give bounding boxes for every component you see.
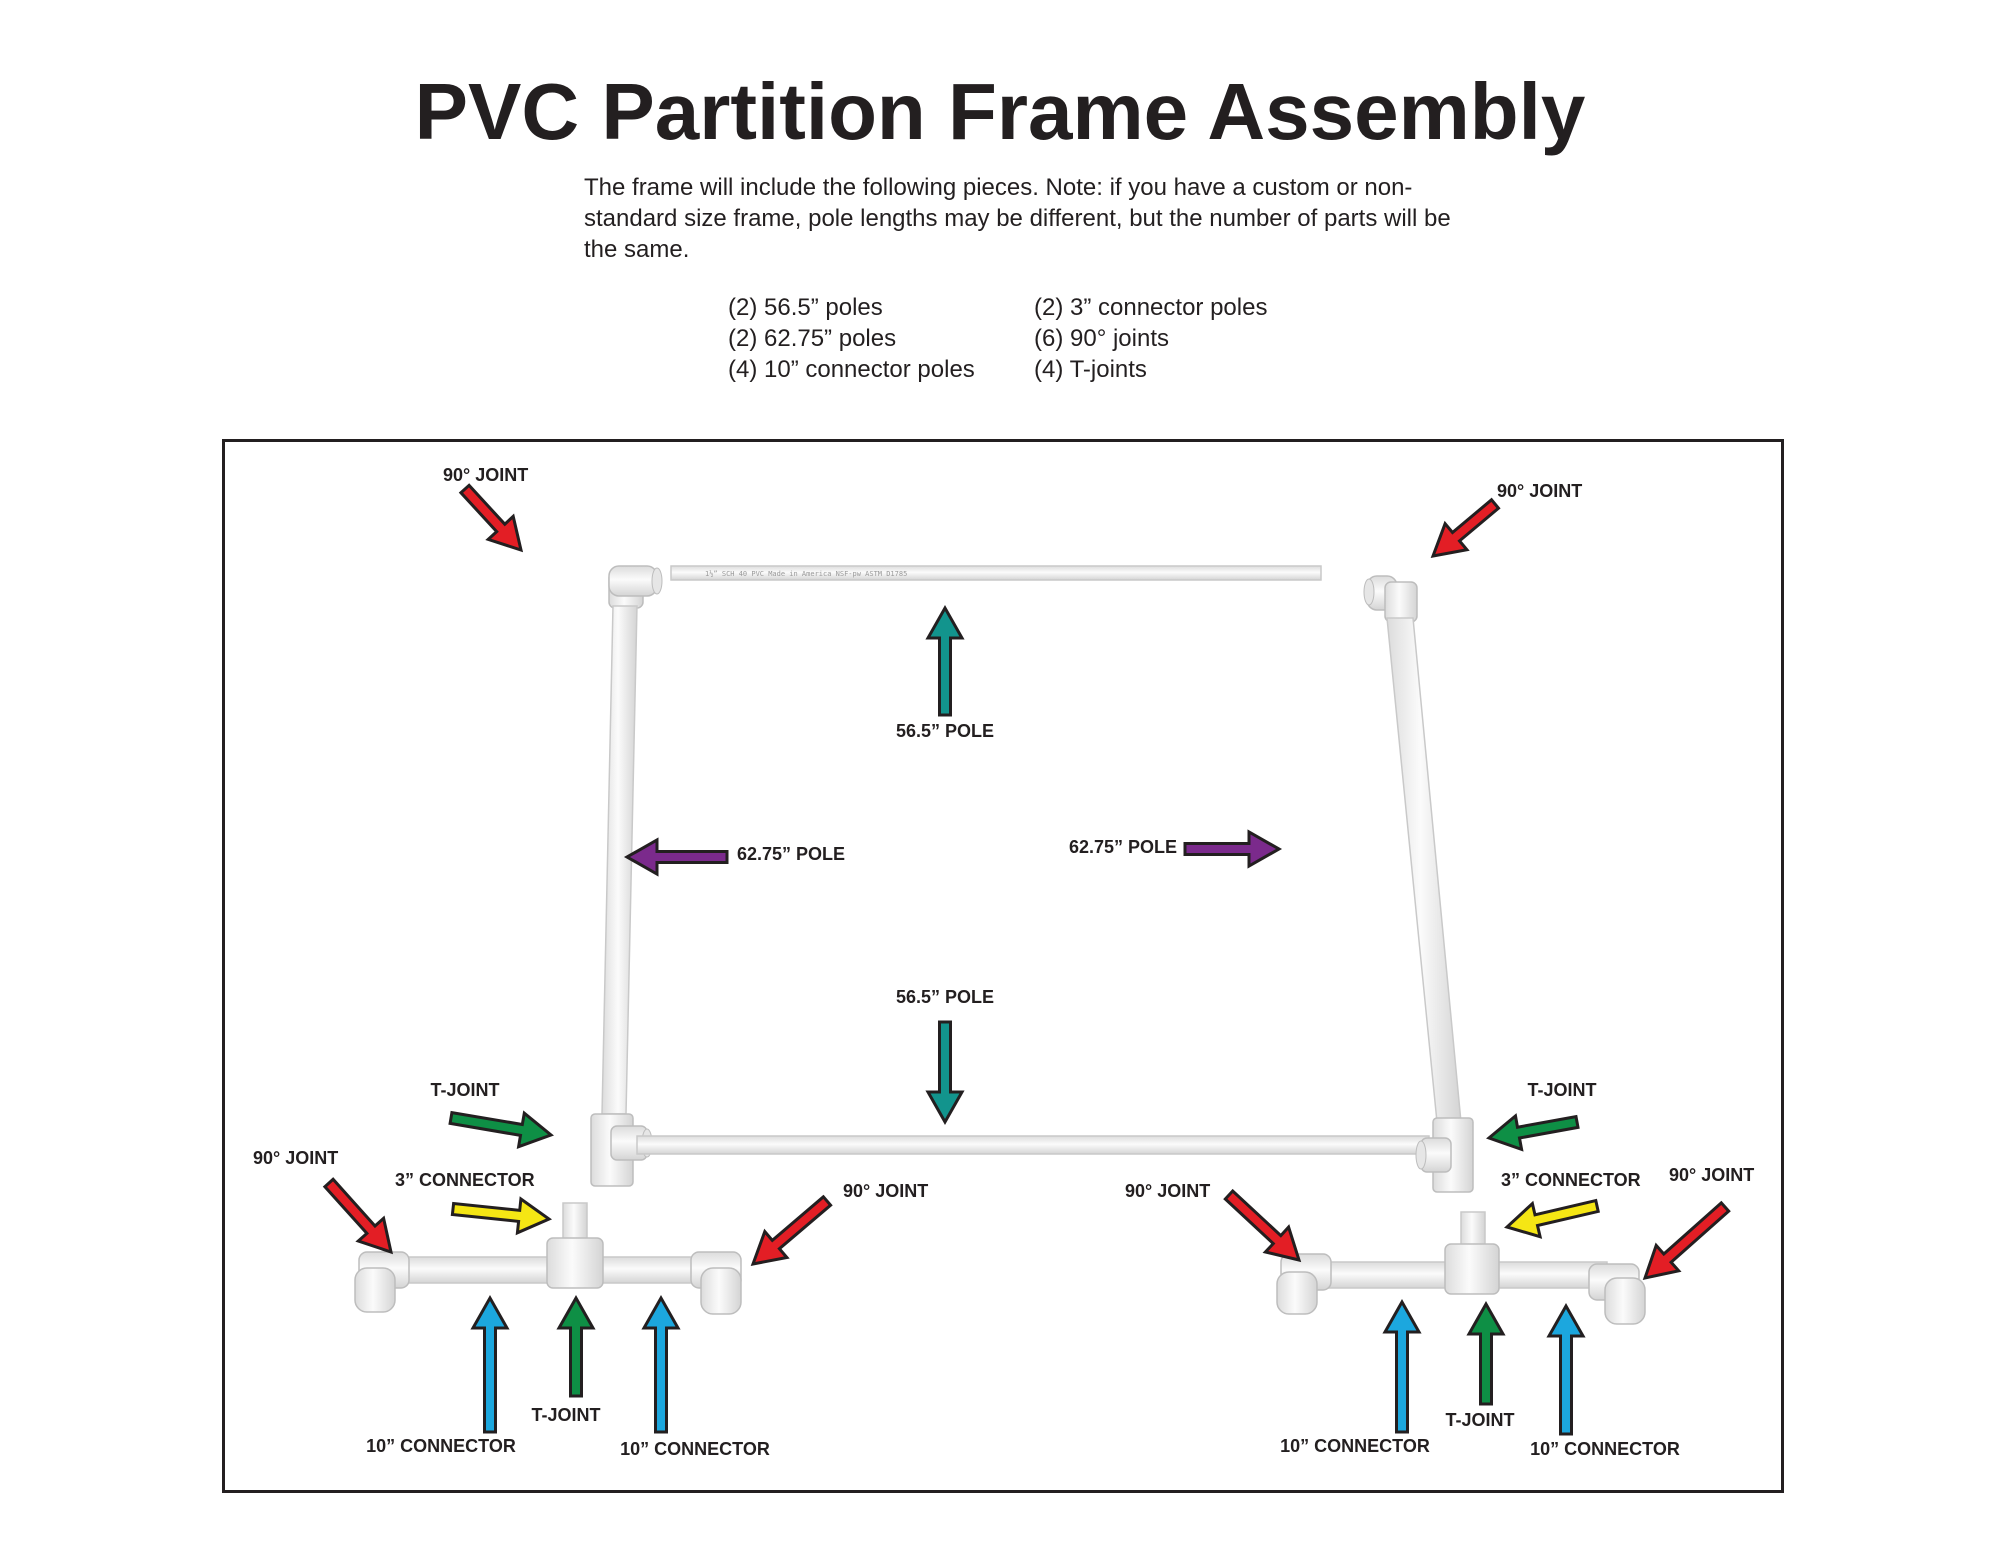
label-56-5-pole: 56.5” POLE xyxy=(896,987,994,1007)
labels-layer: 90° JOINT 90° JOINT 56.5” POLE 62.75” PO… xyxy=(253,465,1754,1459)
tjoint-arrow xyxy=(556,1294,596,1398)
joint90-arrow xyxy=(458,483,524,553)
label-90-joint: 90° JOINT xyxy=(1125,1181,1210,1201)
right-foot-assembly xyxy=(1276,1211,1646,1325)
label-10-connector: 10” CONNECTOR xyxy=(1280,1436,1430,1456)
parts-item: (2) 62.75” poles xyxy=(728,325,897,352)
tjoint-arrow xyxy=(448,1110,554,1149)
label-10-connector: 10” CONNECTOR xyxy=(620,1439,770,1459)
tjoint-arrow xyxy=(1486,1113,1580,1152)
frame-illustration: 1½” SCH 40 PVC Made in America NSF-pw AS… xyxy=(253,465,1754,1459)
label-3-connector: 3” CONNECTOR xyxy=(395,1170,535,1190)
joint90-arrow xyxy=(1642,1200,1731,1281)
parts-item: (6) 90° joints xyxy=(1034,325,1169,352)
joint90-arrow xyxy=(322,1177,394,1255)
arrows-layer xyxy=(322,483,1731,1436)
pole6275-arrow xyxy=(623,837,729,877)
pole565-arrow xyxy=(925,1020,965,1126)
joint90-arrow xyxy=(1430,497,1501,558)
pole565-arrow xyxy=(925,604,965,717)
page-title: PVC Partition Frame Assembly xyxy=(414,67,1586,156)
label-t-joint: T-JOINT xyxy=(531,1405,600,1425)
top-right-elbow xyxy=(1363,575,1418,623)
label-90-joint: 90° JOINT xyxy=(1497,481,1582,501)
joint90-arrow xyxy=(1223,1188,1302,1263)
left-foot-assembly xyxy=(354,1202,742,1315)
label-t-joint: T-JOINT xyxy=(1445,1410,1514,1430)
pipe-print: 1½” SCH 40 PVC Made in America NSF-pw AS… xyxy=(705,570,907,578)
label-90-joint: 90° JOINT xyxy=(443,465,528,485)
label-56-5-pole: 56.5” POLE xyxy=(896,721,994,741)
parts-item: (2) 56.5” poles xyxy=(728,294,883,321)
right-pole xyxy=(1386,617,1462,1123)
intro-paragraph: The frame will include the following pie… xyxy=(584,174,1451,263)
connector10-arrow xyxy=(1546,1302,1586,1436)
left-frame-t-joint xyxy=(590,1113,653,1187)
label-62-75-pole: 62.75” POLE xyxy=(737,844,845,864)
right-frame-t-joint xyxy=(1415,1117,1474,1193)
parts-list-left: (2) 56.5” poles (2) 62.75” poles (4) 10”… xyxy=(728,292,975,385)
joint90-arrow xyxy=(750,1194,833,1266)
label-10-connector: 10” CONNECTOR xyxy=(1530,1439,1680,1459)
top-left-elbow xyxy=(608,565,663,609)
label-t-joint: T-JOINT xyxy=(1527,1080,1596,1100)
label-90-joint: 90° JOINT xyxy=(843,1181,928,1201)
assembly-diagram: 1½” SCH 40 PVC Made in America NSF-pw AS… xyxy=(222,439,1784,1493)
label-90-joint: 90° JOINT xyxy=(1669,1165,1754,1185)
tjoint-arrow xyxy=(1466,1300,1506,1406)
label-62-75-pole: 62.75” POLE xyxy=(1069,837,1177,857)
connector10-arrow xyxy=(470,1294,510,1434)
parts-item: (4) 10” connector poles xyxy=(728,356,975,383)
connector10-arrow xyxy=(641,1294,681,1434)
parts-item: (4) T-joints xyxy=(1034,356,1147,383)
label-10-connector: 10” CONNECTOR xyxy=(366,1436,516,1456)
connector3-arrow xyxy=(450,1196,553,1236)
connector3-arrow xyxy=(1504,1198,1600,1239)
bottom-pole xyxy=(636,1135,1430,1155)
top-pole: 1½” SCH 40 PVC Made in America NSF-pw AS… xyxy=(670,565,1322,581)
label-t-joint: T-JOINT xyxy=(430,1080,499,1100)
label-90-joint: 90° JOINT xyxy=(253,1148,338,1168)
parts-item: (2) 3” connector poles xyxy=(1034,294,1268,321)
parts-list-right: (2) 3” connector poles (6) 90° joints (4… xyxy=(1034,292,1267,385)
connector10-arrow xyxy=(1382,1298,1422,1434)
pole6275-arrow xyxy=(1183,829,1283,869)
label-3-connector: 3” CONNECTOR xyxy=(1501,1170,1641,1190)
